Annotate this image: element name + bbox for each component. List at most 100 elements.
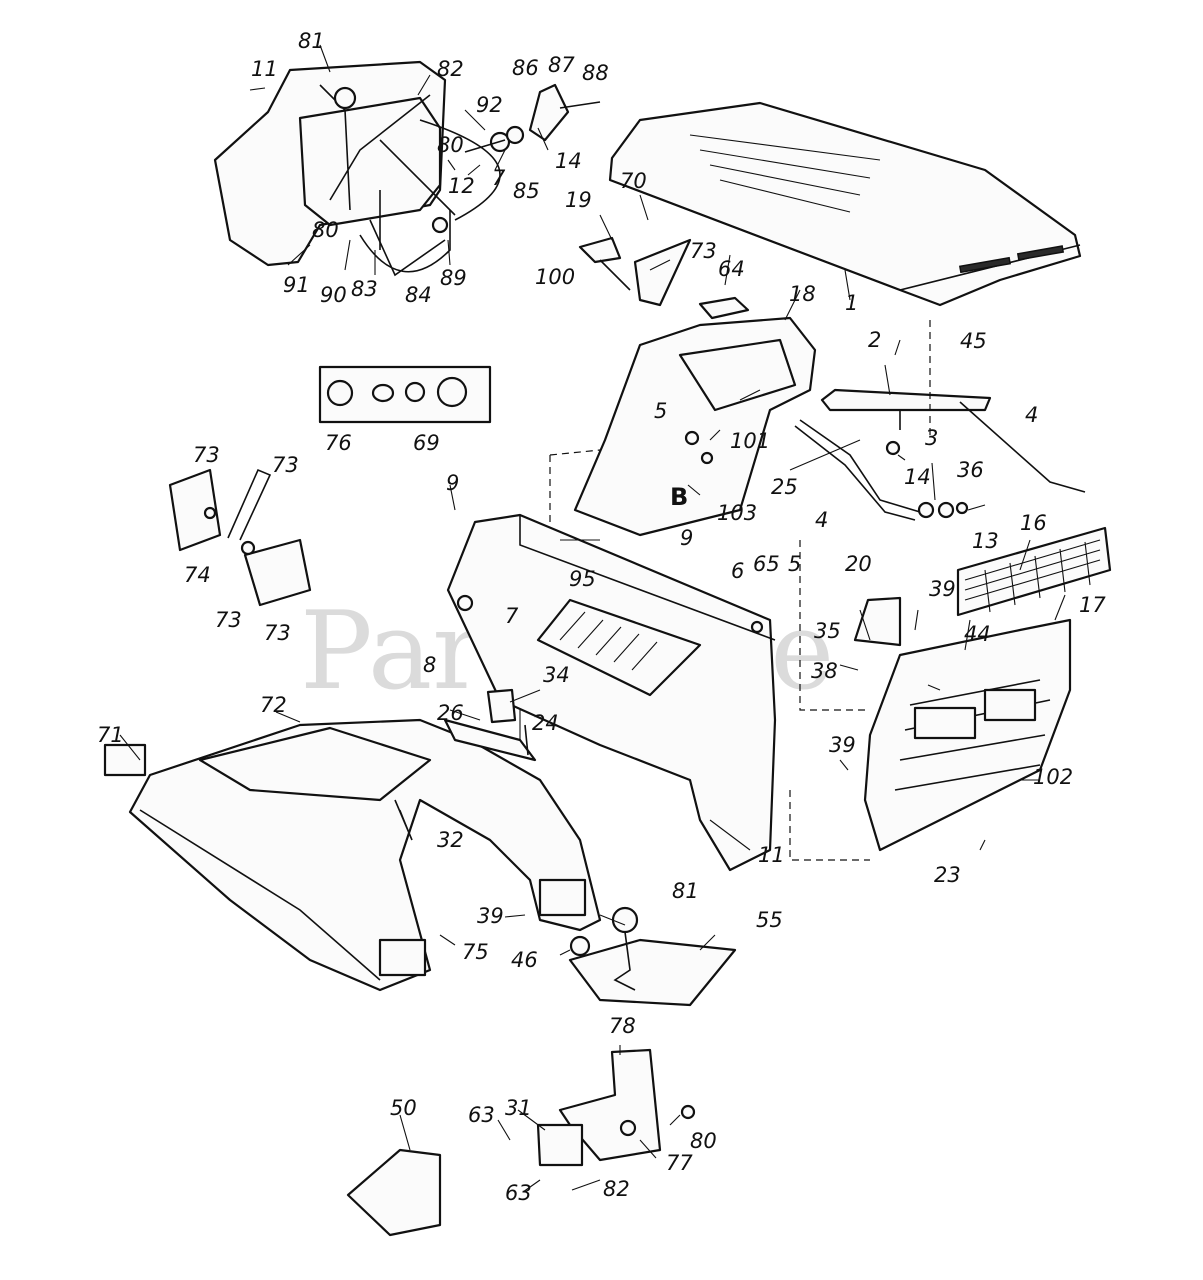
- inset-marker: B: [670, 483, 688, 511]
- front-grille: [956, 526, 1112, 617]
- callout-5: 5: [788, 552, 801, 576]
- callout-31: 31: [505, 1096, 532, 1120]
- callout-76: 76: [325, 431, 352, 455]
- callout-13: 13: [972, 529, 999, 553]
- callout-73: 73: [272, 453, 299, 477]
- callout-100: 100: [535, 265, 575, 289]
- callout-12: 12: [448, 174, 475, 198]
- callout-26: 26: [437, 701, 464, 725]
- ignition-switch-inset: [318, 365, 492, 424]
- callout-95: 95: [569, 567, 596, 591]
- callout-9: 9: [446, 471, 459, 495]
- callout-69: 69: [413, 431, 440, 455]
- callout-11: 11: [251, 57, 278, 81]
- callout-73: 73: [690, 239, 717, 263]
- callout-87: 87: [548, 53, 575, 77]
- callout-25: 25: [771, 475, 798, 499]
- cover-plate: [346, 1148, 442, 1237]
- callout-73: 73: [215, 608, 242, 632]
- callout-63: 63: [505, 1181, 532, 1205]
- clevis-pin-parts: [464, 83, 601, 153]
- callout-44: 44: [964, 622, 991, 646]
- callout-82: 82: [603, 1177, 630, 1201]
- callout-32: 32: [437, 828, 464, 852]
- callout-14: 14: [904, 465, 931, 489]
- callout-81: 81: [298, 29, 325, 53]
- callout-72: 72: [260, 693, 287, 717]
- callout-78: 78: [609, 1014, 636, 1038]
- front-nose: [853, 596, 1072, 852]
- callout-91: 91: [283, 273, 310, 297]
- callout-7: 7: [505, 604, 519, 628]
- shift-plate: [568, 906, 737, 1007]
- callout-80: 80: [312, 218, 339, 242]
- steering-support-assembly: [213, 60, 501, 277]
- callout-14: 14: [555, 149, 582, 173]
- callout-3: 3: [925, 426, 938, 450]
- callout-18: 18: [789, 282, 816, 306]
- callout-11: 11: [758, 843, 785, 867]
- callout-101: 101: [730, 429, 770, 453]
- callout-39: 39: [929, 577, 956, 601]
- callout-90: 90: [320, 283, 347, 307]
- switch-bracket: [536, 1048, 696, 1167]
- callout-74: 74: [184, 563, 211, 587]
- callout-16: 16: [1020, 511, 1047, 535]
- callout-81: 81: [672, 879, 699, 903]
- hood-latch-parts: [578, 236, 750, 320]
- callout-9: 9: [680, 526, 693, 550]
- callout-8: 8: [423, 653, 436, 677]
- mounting-bracket-assembly: [168, 468, 312, 607]
- leader-lines: [119, 44, 1066, 1193]
- callout-70: 70: [620, 169, 647, 193]
- reference-lines: [549, 320, 931, 861]
- callout-103: 103: [717, 501, 757, 525]
- callout-45: 45: [960, 329, 987, 353]
- callout-7: 7: [492, 166, 506, 190]
- callout-numbers: 81 11 82 86 87 88 92 80 12 7 85 14 80 91…: [97, 29, 1106, 1205]
- callout-24: 24: [532, 711, 559, 735]
- callout-5: 5: [654, 399, 667, 423]
- callout-2: 2: [868, 328, 881, 352]
- callout-1: 1: [845, 291, 858, 315]
- callout-19: 19: [565, 188, 592, 212]
- callout-17: 17: [1079, 593, 1106, 617]
- callout-102: 102: [1033, 765, 1073, 789]
- callout-83: 83: [351, 277, 378, 301]
- callout-39: 39: [829, 733, 856, 757]
- callout-23: 23: [934, 863, 961, 887]
- callout-63: 63: [468, 1103, 495, 1127]
- callout-20: 20: [845, 552, 872, 576]
- callout-80: 80: [437, 133, 464, 157]
- dash-panel-assembly: [573, 316, 817, 537]
- callout-77: 77: [666, 1151, 693, 1175]
- callout-35: 35: [814, 619, 841, 643]
- callout-34: 34: [543, 663, 570, 687]
- callout-38: 38: [811, 659, 838, 683]
- callout-4: 4: [815, 508, 828, 532]
- callout-46: 46: [511, 948, 538, 972]
- callout-36: 36: [957, 458, 984, 482]
- callout-73: 73: [193, 443, 220, 467]
- callout-65: 65: [753, 552, 780, 576]
- callout-85: 85: [513, 179, 540, 203]
- fender: [128, 718, 602, 992]
- callout-80: 80: [690, 1129, 717, 1153]
- callout-88: 88: [582, 61, 609, 85]
- callout-39: 39: [477, 904, 504, 928]
- callout-92: 92: [476, 93, 503, 117]
- dash-panel: [446, 513, 777, 872]
- callout-89: 89: [440, 266, 467, 290]
- callout-4: 4: [1025, 403, 1038, 427]
- callout-50: 50: [390, 1096, 417, 1120]
- callout-6: 6: [731, 559, 744, 583]
- hood: [608, 101, 1082, 307]
- callout-86: 86: [512, 56, 539, 80]
- hood-hinge-bracket: [794, 388, 1086, 521]
- callout-64: 64: [718, 257, 745, 281]
- callout-82: 82: [437, 57, 464, 81]
- callout-71: 71: [97, 723, 124, 747]
- callout-73: 73: [264, 621, 291, 645]
- callout-55: 55: [756, 908, 783, 932]
